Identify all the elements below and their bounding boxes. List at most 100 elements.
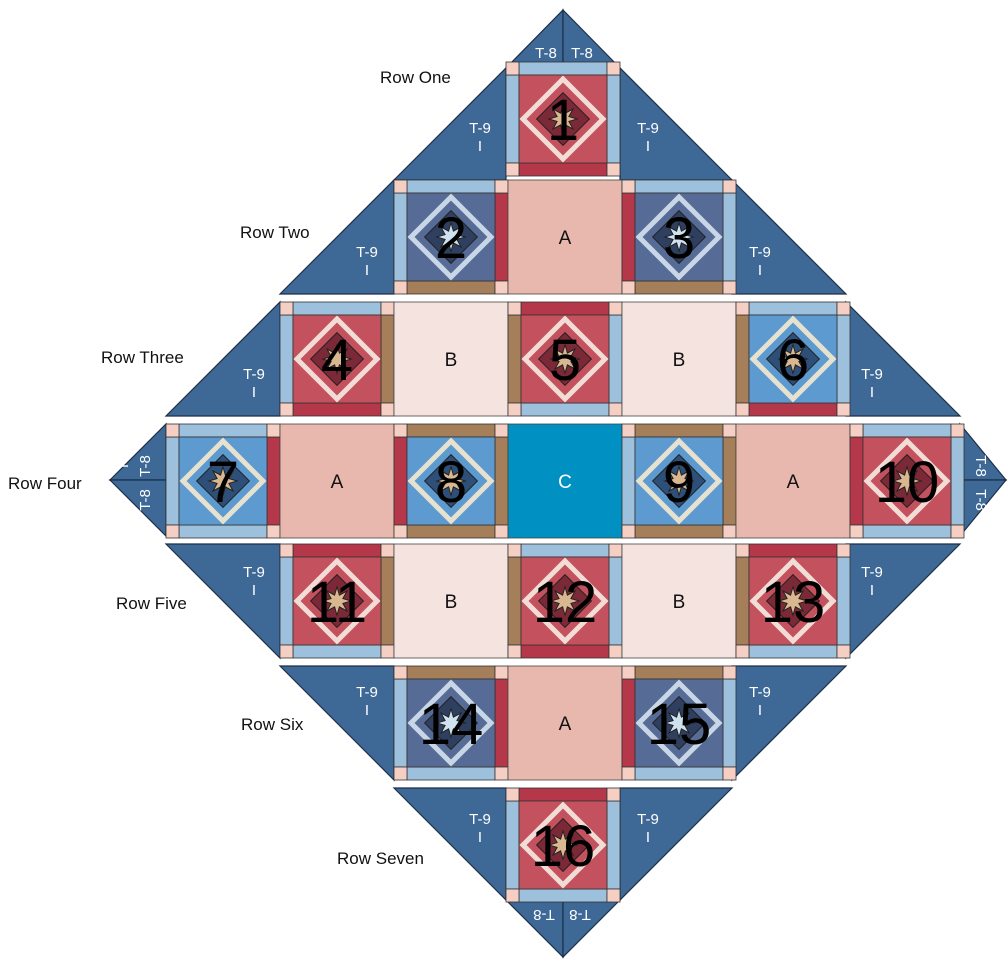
cornerstone [607,163,620,176]
triangle-label-piece: I [870,384,874,401]
triangle-label-corner: T-8 [535,45,557,62]
quilt-block-11: 11 [280,544,394,658]
quilt-block-5: 5 [508,302,622,416]
setting-square-A: A [736,424,850,538]
cornerstone [622,180,635,193]
block-number-15: 15 [647,692,712,757]
triangle-label-piece: I [646,829,650,846]
cornerstone [723,424,736,437]
cornerstone [609,302,622,315]
row-6: 14A 15 [394,666,736,780]
block-number-10: 10 [875,450,940,515]
cornerstone [837,544,850,557]
row-1: 1 [506,62,620,176]
setting-square-A: A [280,424,394,538]
setting-triangle-r7-right [620,788,732,900]
sashing-strip [609,315,622,403]
cornerstone [166,525,179,538]
sashing-strip [407,767,495,780]
cornerstone [394,180,407,193]
triangle-label-piece: I [646,138,650,155]
quilt-block-6: 6 [736,302,850,416]
block-number-7: 7 [207,450,239,515]
triangle-label-side: T-9 [637,120,659,137]
sashing-strip [293,544,381,557]
triangle-label-piece: I [365,702,369,719]
row-label-2: Row Two [240,223,310,242]
block-number-4: 4 [321,328,353,393]
cornerstone [837,645,850,658]
triangle-label-piece: I [758,702,762,719]
sashing-strip [635,180,723,193]
triangle-label-side: T-9 [749,244,771,261]
setting-square-A: A [508,666,622,780]
sashing-strip [407,666,495,679]
triangle-label-side: T-9 [243,366,265,383]
sashing-strip [267,437,280,525]
triangle-label-corner: T-8 [972,489,989,511]
quilt-block-8: 8 [394,424,508,538]
cornerstone [850,525,863,538]
cornerstone [607,788,620,801]
sashing-strip [508,557,521,645]
sashing-strip [508,315,521,403]
triangle-label-piece: I [542,940,546,957]
sashing-strip [519,889,607,902]
cornerstone [609,403,622,416]
setting-triangle-r7-left [394,788,506,900]
sashing-strip [837,315,850,403]
cornerstone [736,544,749,557]
quilt-block-14: 14 [394,666,508,780]
setting-square-label: B [673,350,686,371]
sashing-strip [749,645,837,658]
cornerstone [495,666,508,679]
quilt-block-1: 1 [506,62,620,176]
sashing-strip [635,424,723,437]
sashing-strip [381,557,394,645]
block-number-13: 13 [761,570,826,635]
cornerstone [280,403,293,416]
triangle-label-piece: I [478,138,482,155]
sashing-strip [607,801,620,889]
cornerstone [166,424,179,437]
setting-square-label: A [331,472,344,493]
cornerstone [850,424,863,437]
sashing-strip [179,525,267,538]
triangle-label-piece: I [544,11,548,28]
quilt-block-7: 7 [166,424,280,538]
cornerstone [495,525,508,538]
setting-triangle-r3-right [846,302,960,416]
triangle-label-piece: I [758,262,762,279]
cornerstone [723,666,736,679]
sashing-strip [179,424,267,437]
sashing-strip [635,767,723,780]
sashing-strip [736,557,749,645]
sashing-strip [381,315,394,403]
cornerstone [837,403,850,416]
cornerstone [495,424,508,437]
triangle-label-side: T-9 [637,811,659,828]
sashing-strip [495,437,508,525]
cornerstone [508,645,521,658]
quilt-block-9: 9 [622,424,736,538]
row-label-1: Row One [380,68,451,87]
row-7: 16 [506,788,620,902]
triangle-label-side: T-9 [469,811,491,828]
triangle-label-piece: I [365,262,369,279]
block-number-5: 5 [549,328,581,393]
triangle-label-corner: T-8 [137,455,154,477]
triangle-label-corner: T-8 [533,906,555,923]
cornerstone [622,666,635,679]
sashing-strip [407,424,495,437]
cornerstone [837,302,850,315]
triangle-label-piece: I [115,498,132,502]
cornerstone [495,767,508,780]
sashing-strip [723,437,736,525]
sashing-strip [837,557,850,645]
triangle-label-piece: I [252,582,256,599]
triangle-label-side: T-9 [356,244,378,261]
quilt-block-12: 12 [508,544,622,658]
cornerstone [381,544,394,557]
sashing-strip [850,437,863,525]
